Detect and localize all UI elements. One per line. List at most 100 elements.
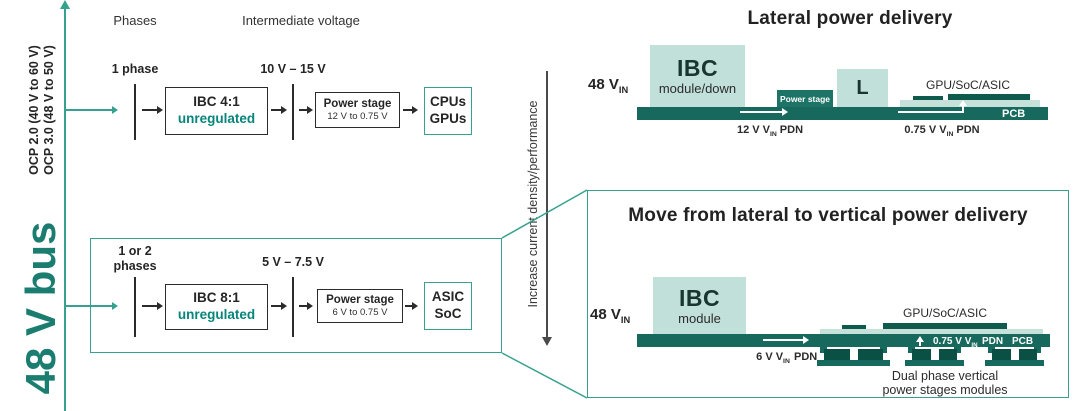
power-stage-range-top: 12 V to 0.75 V [327, 111, 388, 123]
intermediate-voltage-bottom: 5 V – 7.5 V [262, 255, 324, 269]
ocp-3-label: OCP 3.0 (48 V to 50 V) [42, 45, 56, 175]
lateral-small-chip [913, 96, 943, 100]
module-phase-block [1018, 349, 1037, 360]
phase-tick-top [134, 84, 136, 140]
lateral-vin-main: 48 V [588, 76, 619, 93]
power-stage-box-bottom: Power stage 6 V to 0.75 V [317, 289, 403, 323]
vertical-gpu-chip [883, 323, 1007, 329]
callout-rect [90, 238, 502, 353]
vertical-6v-label: 6 V VIN [741, 351, 805, 365]
arrow-icon [403, 106, 418, 114]
ibc-81-unregulated-label: unregulated [177, 307, 256, 322]
vertical-bar-pcb-label: PCB [1012, 336, 1034, 347]
arrow-icon [299, 106, 313, 114]
lateral-gpu-label: GPU/SoC/ASIC [925, 78, 1011, 92]
pdn075-post: PDN [956, 124, 980, 136]
lateral-075-arrow-up-icon [959, 100, 967, 106]
vertical-075-arrow-up-icon [916, 336, 924, 342]
module-phase-block [912, 349, 931, 360]
gpus-label: GPUs [429, 111, 467, 126]
pdn075-pre: 0.75 V V [904, 124, 947, 136]
pdn6-sub: IN [783, 358, 790, 366]
module-plate [985, 360, 1044, 366]
asic-label: ASIC [431, 289, 465, 305]
vertical-ibc-module: IBC module [653, 277, 746, 334]
power-stage-range-bottom: 6 V to 0.75 V [332, 307, 388, 319]
soc-label: SoC [434, 306, 462, 321]
lateral-pcb-label: PCB [1002, 108, 1026, 120]
lateral-vin-label: 48 VIN [588, 76, 628, 95]
density-axis-label: Increase current density/performance [526, 100, 540, 308]
asic-soc-box: ASIC SoC [424, 282, 472, 330]
vertical-title: Move from lateral to vertical power deli… [628, 205, 1028, 226]
vertical-ibc-label: IBC [678, 284, 721, 311]
bus-arrow-bottom-icon [66, 302, 118, 310]
phase-count-label-bottom: 1 or 2 phases [95, 244, 175, 274]
vertical-power-module [985, 347, 1044, 366]
vertical-ibc-sub-label: module [678, 310, 721, 326]
arrow-icon [271, 106, 287, 114]
modules-caption: Dual phase vertical power stages modules [855, 369, 1035, 398]
lateral-075-arrow-line [898, 111, 964, 113]
vertical-075-arrow-stem [919, 341, 921, 346]
bus-48v-label: 48 V bus [17, 221, 64, 395]
ibc-41-unregulated-label: unregulated [177, 111, 256, 126]
phases-header: Phases [113, 13, 157, 28]
vertical-pdn-label: PDN [794, 351, 818, 363]
bus-arrow-up-icon [60, 0, 70, 9]
vertical-small-chip [842, 325, 866, 329]
vertical-vin-sub: IN [620, 315, 631, 325]
bar075-sub: IN [971, 342, 978, 349]
lateral-inductor-label: L [856, 76, 869, 99]
vertical-gpu-substrate [820, 329, 1043, 336]
ocp-standards-label: OCP 2.0 (40 V to 60 V) OCP 3.0 (48 V to … [27, 45, 57, 175]
phase-count-line2: phases [113, 259, 157, 273]
power-stage-label-top: Power stage [323, 97, 392, 110]
phase-tick-bottom [134, 277, 136, 337]
lateral-vin-sub: IN [618, 85, 629, 95]
ocp-2-label: OCP 2.0 (40 V to 60 V) [27, 45, 41, 175]
vertical-pcb-bar [637, 334, 1050, 347]
vertical-bar-pdn-label: PDN [982, 336, 1004, 347]
vertical-power-module [817, 347, 890, 366]
voltage-tick-top [292, 84, 294, 140]
lateral-gpu-chip [948, 94, 1030, 100]
density-axis-line [546, 71, 548, 337]
vertical-gpu-label: GPU/SoC/ASIC [902, 306, 988, 320]
module-leg [820, 347, 827, 353]
arrow-icon [299, 302, 313, 310]
lateral-inductor-block: L [837, 69, 888, 107]
voltage-tick-bottom [292, 277, 294, 337]
vertical-vin-main: 48 V [590, 306, 621, 323]
density-arrow-down-icon [542, 337, 552, 346]
module-leg [880, 347, 887, 353]
modules-caption-line2: power stages modules [882, 383, 1008, 398]
cpus-gpus-box: CPUs GPUs [424, 87, 472, 135]
pdn6-pre: 6 V V [756, 351, 784, 363]
pdn12-pre: 12 V V [736, 124, 770, 136]
lateral-ibc-sub-label: module/down [658, 81, 737, 97]
phase-count-line1: 1 or 2 [118, 244, 152, 258]
module-plate [817, 360, 890, 366]
ibc-41-box: IBC 4:1 unregulated [165, 87, 268, 135]
module-phase-block [824, 349, 850, 360]
bus-line [64, 8, 66, 411]
module-phase-block [857, 349, 883, 360]
vertical-vin-label: 48 VIN [590, 306, 630, 325]
lateral-gpu-substrate [900, 100, 1040, 107]
phase-count-label-top: 1 phase [111, 62, 159, 76]
module-plate [905, 360, 964, 366]
arrow-icon [405, 302, 418, 310]
lateral-ibc-label: IBC [676, 55, 719, 82]
module-leg [988, 347, 995, 353]
lateral-title: Lateral power delivery [747, 8, 953, 29]
ibc-81-box: IBC 8:1 unregulated [165, 284, 268, 330]
lateral-ibc-module: IBC module/down [650, 45, 745, 107]
vertical-6v-arrow-icon [763, 336, 809, 344]
module-leg [908, 347, 915, 353]
vertical-bar-075-label: 0.75 V VIN [933, 336, 978, 349]
power-stage-box-top: Power stage 12 V to 0.75 V [315, 92, 400, 128]
